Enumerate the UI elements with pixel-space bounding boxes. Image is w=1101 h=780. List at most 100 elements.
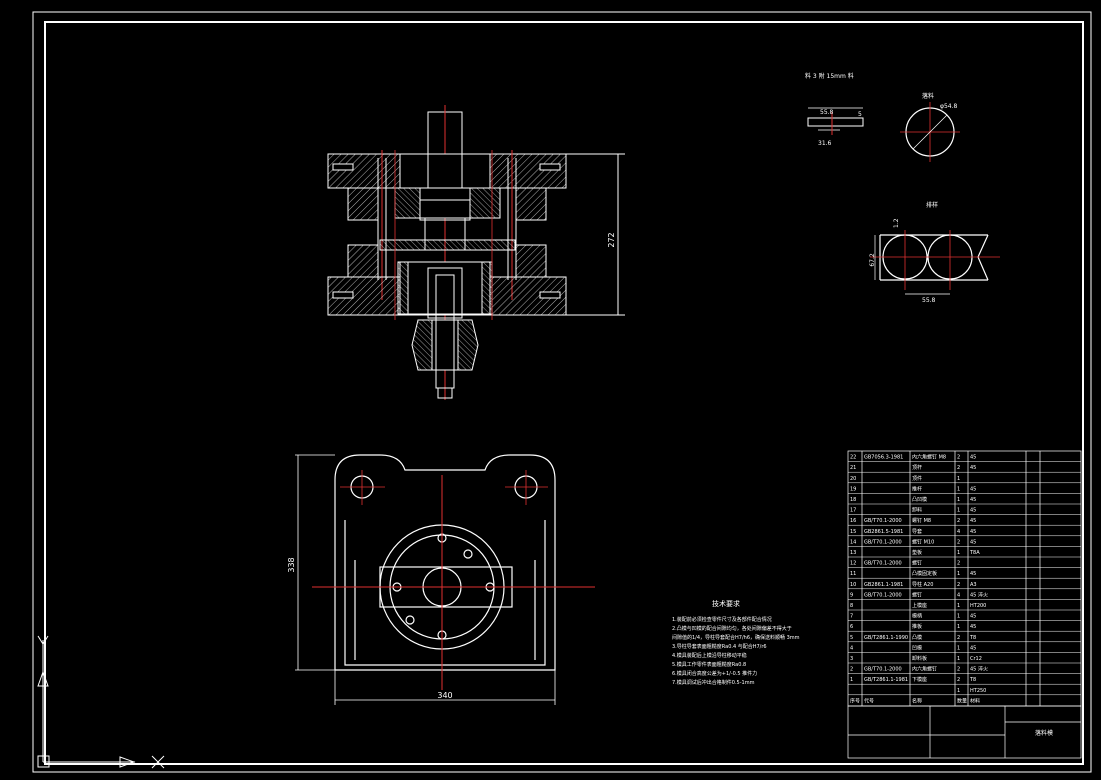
bom-cell: 10	[850, 582, 856, 588]
bom-cell: 1	[957, 571, 960, 577]
part-width-dimension: 55.8	[820, 109, 834, 116]
bom-cell: 45	[970, 529, 976, 535]
bom-cell: GB/T70.1-2000	[864, 539, 902, 545]
bom-cell: 导套	[912, 528, 922, 535]
bom-cell: 45	[970, 465, 976, 471]
bom-cell: 1	[850, 677, 853, 683]
bom-cell: 45	[970, 539, 976, 545]
bom-cell: 12	[850, 561, 856, 567]
bom-cell: 4	[957, 529, 960, 535]
bom-cell: 1	[957, 497, 960, 503]
ucs-icon	[37, 635, 165, 769]
note-line: 5.模具工作零件表面粗糙度Ra0.8	[672, 661, 746, 668]
bom-cell: 卸料板	[912, 655, 927, 662]
bom-cell: 21	[850, 465, 856, 471]
bom-cell: 推杆	[912, 485, 922, 492]
bom-cell: GB/T70.1-2000	[864, 667, 902, 673]
bom-cell: 11	[850, 571, 856, 577]
bom-header-cell: 代号	[864, 697, 874, 704]
bom-cell: 18	[850, 497, 856, 503]
bom-cell: 螺钉 M8	[912, 517, 931, 524]
bom-cell: 45	[970, 518, 976, 524]
note-line: 1.装配前必须检查零件尺寸及各部件配合情况	[672, 616, 772, 623]
bom-header-cell: 材料	[970, 697, 980, 704]
note-line: 4.模具装配后上模沿导柱移动平稳	[672, 652, 747, 659]
bom-cell: 1	[957, 624, 960, 630]
bom-cell: 螺钉 M10	[912, 538, 934, 545]
bom-cell: T8	[969, 635, 976, 641]
bom-cell: GB/T70.1-2000	[864, 518, 902, 524]
bom-cell: 45	[970, 455, 976, 461]
bom-cell: 45	[970, 624, 976, 630]
bom-cell: 凸模固定板	[912, 570, 937, 577]
bom-cell: 45	[970, 497, 976, 503]
note-line: 间隙值的1/4，导柱导套配合H7/h6，确保送料顺畅 3mm	[672, 634, 800, 641]
bom-cell: 9	[850, 592, 853, 598]
bom-cell: 1	[957, 476, 960, 482]
bom-cell: 45	[970, 508, 976, 514]
part-title: 料 3 附 15mm 料	[805, 72, 854, 80]
bom-cell: 3	[850, 656, 853, 662]
bom-cell: 8	[850, 603, 853, 609]
bom-cell: 凹模	[912, 644, 922, 651]
note-line: 3.导柱导套表面粗糙度Ra0.4 与配合H7/r6	[672, 643, 767, 650]
plan-width-dimension: 340	[437, 691, 452, 700]
bom-header-cell: 名称	[912, 697, 922, 704]
bom-cell: 7	[850, 614, 853, 620]
bom-cell: HT250	[970, 688, 986, 694]
bom-cell: 1	[957, 603, 960, 609]
bom-cell: 卸料	[912, 507, 922, 514]
note-line: 2.凸模与凹模的配合间隙均匀，各处间隙偏差不得大于	[672, 625, 792, 632]
bom-cell: GB/T2861.1-1990	[864, 635, 908, 641]
bom-cell: 2	[957, 582, 960, 588]
bom-cell: 顶杆	[912, 464, 922, 471]
bom-cell: 45	[970, 486, 976, 492]
bom-cell: 45	[970, 614, 976, 620]
bom-cell: 1	[957, 645, 960, 651]
bom-cell: 45	[970, 571, 976, 577]
bom-cell: GB2861.1-1981	[864, 582, 903, 588]
bom-cell: GB7056.3-1981	[864, 455, 903, 461]
bom-cell: 17	[850, 508, 856, 514]
bom-cell: 16	[850, 518, 856, 524]
bom-cell: 凸凹模	[912, 496, 927, 503]
bom-cell: T8	[969, 677, 976, 683]
bom-cell: 2	[850, 667, 853, 673]
bom-cell: Cr12	[970, 656, 982, 662]
bom-cell: 1	[957, 688, 960, 694]
bom-cell: 1	[957, 656, 960, 662]
bom-cell: 1	[957, 486, 960, 492]
bom-cell: 4	[957, 592, 960, 598]
layout-gap-dimension: 1.2	[893, 218, 900, 228]
bom-cell: 垫板	[912, 549, 922, 556]
bom-cell: 顶件	[912, 475, 922, 482]
bom-cell: 内六角螺钉 M8	[912, 454, 946, 461]
bom-cell: 2	[957, 635, 960, 641]
outer-frame	[32, 11, 1092, 773]
bom-cell: 19	[850, 486, 856, 492]
bom-table	[847, 450, 1082, 759]
bom-cell: 内六角螺钉	[912, 666, 937, 673]
blank-circle-view	[900, 102, 960, 162]
bom-cell: 1	[957, 614, 960, 620]
layout-title: 排样	[926, 201, 938, 209]
layout-side-dimension: 67.2	[869, 253, 876, 267]
technical-notes: 1.装配前必须检查零件尺寸及各部件配合情况 2.凸模与凹模的配合间隙均匀，各处间…	[672, 616, 800, 686]
bom-cell: 2	[957, 561, 960, 567]
plan-height-dimension: 338	[287, 557, 296, 572]
bom-cell: 模柄	[912, 613, 922, 620]
bom-cell: 推板	[912, 623, 922, 630]
bom-cell: 14	[850, 539, 856, 545]
bom-header-cell: 数量	[957, 697, 967, 704]
bom-cell: 15	[850, 529, 856, 535]
bom-cell: 螺钉	[912, 591, 922, 598]
bom-cell: 2	[957, 518, 960, 524]
bom-cell: GB2861.5-1981	[864, 529, 903, 535]
bom-cell: A3	[970, 582, 977, 588]
bom-cell: 2	[957, 465, 960, 471]
bom-cell: GB/T70.1-2000	[864, 592, 902, 598]
note-line: 6.模具闭合高度公差为+1/-0.5 推件力	[672, 670, 757, 677]
blank-title: 落料	[922, 92, 934, 100]
bom-cell: 上模座	[912, 602, 927, 609]
